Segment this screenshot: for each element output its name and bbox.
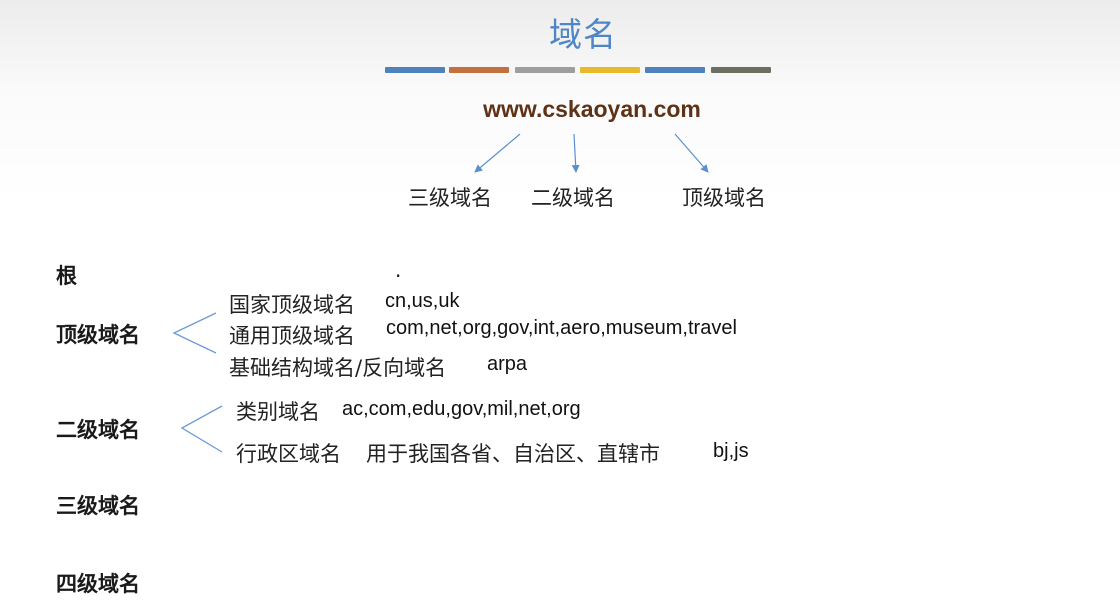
infrastructure-tld-category: 基础结构域名/反向域名 xyxy=(229,356,447,380)
infrastructure-tld-examples: arpa xyxy=(487,353,528,375)
fourth-level-label: 四级域名 xyxy=(56,572,140,596)
label-top-level-part: 顶级域名 xyxy=(682,186,766,210)
label-third-level-part: 三级域名 xyxy=(408,186,492,210)
arrow-to-top-level xyxy=(674,133,709,173)
generic-tld-category: 通用顶级域名 xyxy=(229,324,355,348)
third-level-label: 三级域名 xyxy=(56,494,140,518)
generic-tld-examples: com,net,org,gov,int,aero,museum,travel xyxy=(386,317,737,339)
bracket-top-level xyxy=(172,312,217,354)
admin-region-sld-note: 用于我国各省、自治区、直辖市 xyxy=(366,442,660,466)
stripe-4 xyxy=(580,67,640,73)
category-sld-examples: ac,com,edu,gov,mil,net,org xyxy=(342,398,581,420)
stripe-6 xyxy=(711,67,771,73)
category-sld-category: 类别域名 xyxy=(236,400,320,424)
slide-title: 域名 xyxy=(549,15,617,54)
country-tld-examples: cn,us,uk xyxy=(385,290,460,312)
stripe-5 xyxy=(645,67,705,73)
stripe-1 xyxy=(385,67,445,73)
country-tld-category: 国家顶级域名 xyxy=(229,293,355,317)
stripe-2 xyxy=(449,67,509,73)
arrow-to-third-level xyxy=(474,133,521,173)
second-level-label: 二级域名 xyxy=(56,418,140,442)
admin-region-sld-examples: bj,js xyxy=(713,440,749,462)
root-dot: . xyxy=(395,258,402,282)
bracket-second-level xyxy=(180,405,223,453)
top-level-label: 顶级域名 xyxy=(56,323,140,347)
admin-region-sld-category: 行政区域名 xyxy=(236,442,341,466)
stripe-3 xyxy=(515,67,575,73)
example-domain: www.cskaoyan.com xyxy=(483,96,701,122)
label-second-level-part: 二级域名 xyxy=(531,186,615,210)
root-label: 根 xyxy=(56,264,77,288)
arrow-to-second-level xyxy=(571,133,580,173)
